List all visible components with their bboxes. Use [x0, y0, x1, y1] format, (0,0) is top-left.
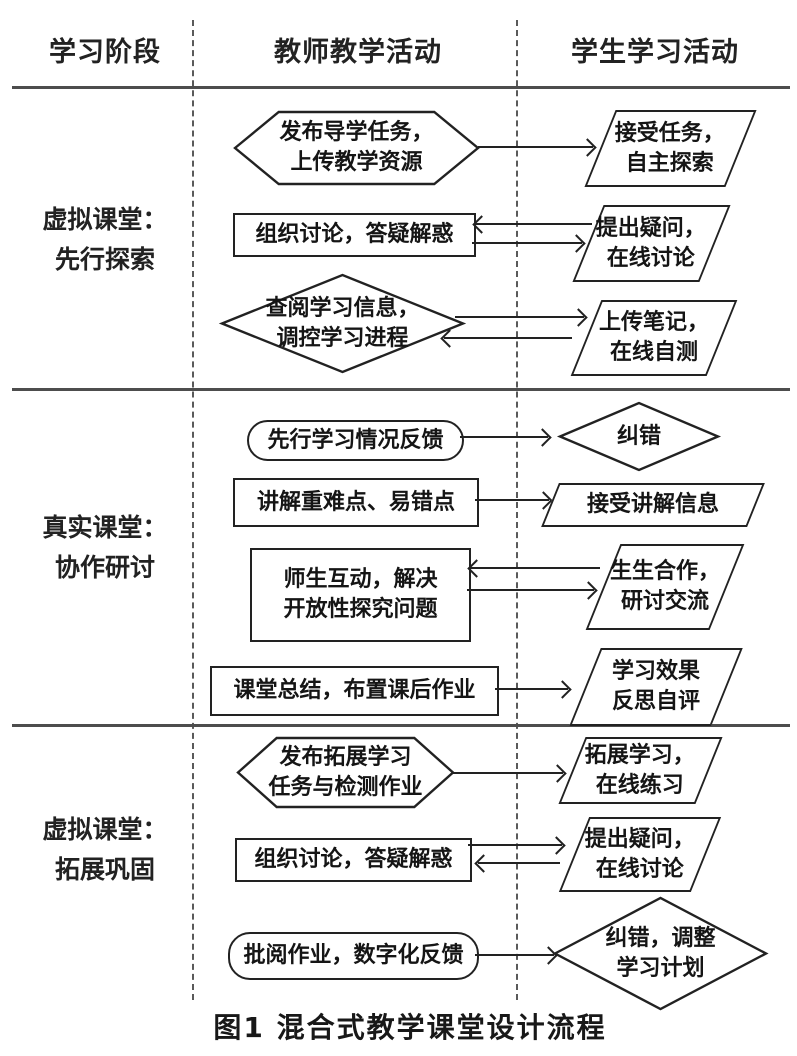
diamond-outline [560, 403, 718, 470]
shape-text: 先行学习情况反馈 [267, 427, 444, 453]
flow-arrow-left [467, 558, 600, 578]
shape-text: 查阅学习信息， 调控学习进程 [265, 295, 420, 351]
shape-text: 师生互动，解决 开放性探究问题 [283, 567, 438, 622]
receive-explanation-parallelogram: 接受讲解信息 [541, 483, 765, 527]
flow-arrow-left [474, 853, 560, 873]
upload-notes-parallelogram: 上传笔记， 在线自测 [570, 300, 738, 376]
header-teacher-column: 教师教学活动 [274, 37, 442, 68]
organize-discussion-2-rect: 组织讨论，答疑解惑 [235, 838, 472, 882]
organize-discussion-rect: 组织讨论，答疑解惑 [233, 213, 476, 257]
accept-tasks-parallelogram: 接受任务， 自主探索 [584, 110, 757, 187]
stage-line: 拓展巩固 [54, 855, 155, 884]
shape-text: 课堂总结，布置课后作业 [233, 678, 476, 703]
prior-learning-feedback-stadium: 先行学习情况反馈 [247, 420, 464, 461]
flow-arrow-right [460, 427, 552, 447]
flow-arrow-right [475, 945, 558, 965]
flow-arrow-left [472, 214, 592, 234]
shape-text: 提出疑问， 在线讨论 [584, 826, 695, 882]
review-learning-info-diamond: 查阅学习信息， 调控学习进程 [222, 275, 463, 372]
flow-arrow-left [440, 328, 572, 348]
shape-text: 组织讨论，答疑解惑 [254, 847, 453, 872]
header-student-column: 学生学习活动 [571, 37, 739, 68]
shape-text: 组织讨论，答疑解惑 [255, 222, 454, 247]
publish-extension-tasks-hexagon: 发布拓展学习 任务与检测作业 [238, 738, 453, 807]
adjust-plan-diamond: 纠错，调整 学习计划 [555, 898, 766, 1009]
section-rule-2 [12, 724, 790, 727]
shape-text: 发布导学任务， 上传教学资源 [279, 120, 434, 175]
correct-errors-diamond: 纠错 [560, 403, 718, 470]
peer-cooperation-parallelogram: 生生合作， 研讨交流 [585, 544, 745, 630]
class-summary-rect: 课堂总结，布置课后作业 [210, 666, 499, 716]
left-column-divider [192, 20, 194, 1000]
flow-arrow-right [467, 580, 598, 600]
shape-text: 发布拓展学习 任务与检测作业 [268, 744, 423, 800]
flow-arrow-right [453, 763, 567, 783]
shape-text: 讲解重难点、易错点 [256, 489, 455, 515]
flow-arrow-right [468, 835, 566, 855]
section-rule-1 [12, 388, 790, 391]
raise-questions-parallelogram: 提出疑问， 在线讨论 [572, 205, 731, 282]
shape-text: 接受讲解信息 [586, 492, 719, 517]
learning-effect-parallelogram: 学习效果 反思自评 [569, 648, 743, 726]
shape-text: 生生合作， 研讨交流 [609, 559, 720, 614]
review-homework-stadium: 批阅作业，数字化反馈 [228, 932, 479, 980]
teacher-student-interaction-rect: 师生互动，解决 开放性探究问题 [250, 548, 471, 642]
shape-text: 批阅作业，数字化反馈 [243, 943, 464, 968]
shape-text: 接受任务， 自主探索 [615, 120, 726, 176]
extended-learning-parallelogram: 拓展学习， 在线练习 [558, 737, 723, 804]
header-stage-column: 学习阶段 [49, 37, 161, 68]
stage-line: 真实课堂： [42, 513, 168, 542]
stage-label-real-collaborate: 真实课堂： 协作研讨 [25, 508, 185, 588]
explain-key-points-rect: 讲解重难点、易错点 [233, 478, 479, 527]
flow-arrow-right [455, 307, 588, 327]
diamond-outline [555, 898, 766, 1009]
flow-arrow-right [472, 233, 586, 253]
flow-arrow-right [475, 490, 553, 510]
figure-caption: 图1 混合式教学课堂设计流程 [213, 1011, 607, 1044]
publish-guide-tasks-hexagon: 发布导学任务， 上传教学资源 [235, 112, 478, 184]
shape-text: 上传笔记， 在线自测 [598, 310, 709, 365]
stage-line: 虚拟课堂： [42, 205, 168, 234]
raise-questions-2-parallelogram: 提出疑问， 在线讨论 [558, 817, 722, 892]
flow-arrow-right [478, 137, 597, 157]
header-rule [12, 86, 790, 89]
stage-line: 虚拟课堂： [42, 815, 168, 844]
shape-text: 提出疑问， 在线讨论 [596, 215, 707, 271]
shape-text: 拓展学习， 在线练习 [585, 742, 696, 798]
stage-label-virtual-explore: 虚拟课堂： 先行探索 [25, 200, 185, 280]
stage-label-virtual-consolidate: 虚拟课堂： 拓展巩固 [25, 810, 185, 890]
right-column-divider [516, 20, 518, 1000]
shape-text: 纠错 [616, 423, 661, 449]
flow-arrow-right [495, 679, 572, 699]
stage-line: 协作研讨 [54, 553, 155, 582]
shape-text: 纠错，调整 学习计划 [605, 925, 716, 981]
stage-line: 先行探索 [54, 245, 155, 274]
shape-text: 学习效果 反思自评 [611, 659, 700, 714]
